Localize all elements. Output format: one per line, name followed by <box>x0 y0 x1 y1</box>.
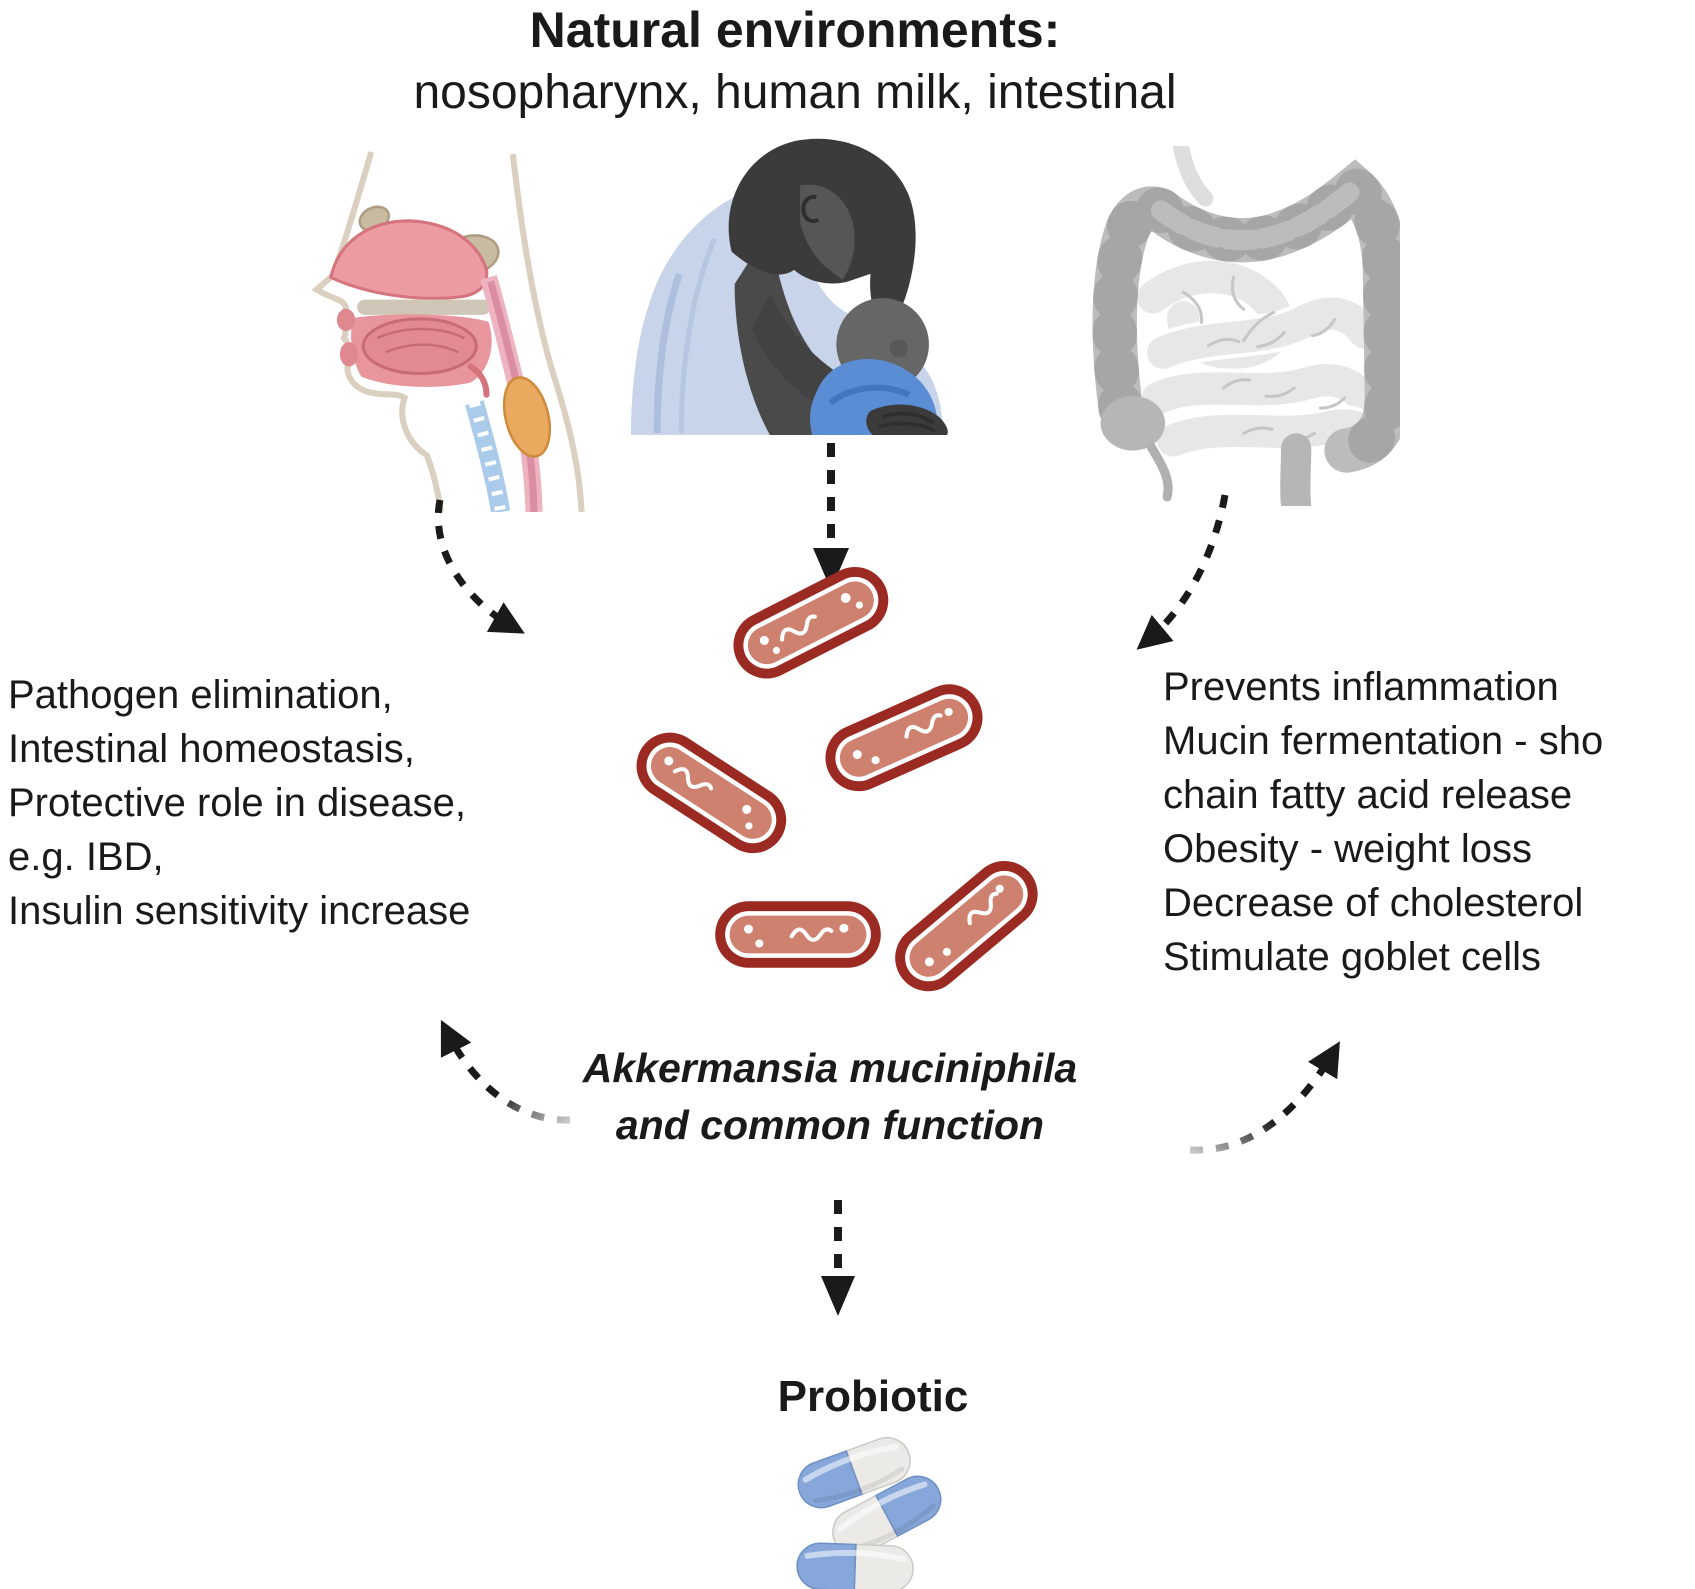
mother-torso <box>734 228 906 435</box>
benefit-line: Obesity - weight loss <box>1163 827 1533 871</box>
benefit-line: Pathogen elimination, <box>8 673 393 717</box>
small-intestine <box>1132 256 1393 464</box>
figure-title: Natural environments: <box>529 2 1061 58</box>
right-benefits-text: Prevents inflammation Mucin fermentation… <box>1163 660 1603 984</box>
intestine-creases <box>1181 275 1347 442</box>
bacterium-rod <box>636 732 787 854</box>
bacterium-rod <box>715 901 881 968</box>
benefit-line: Protective role in disease, <box>8 781 467 825</box>
figure-subtitle: nosopharynx, human milk, intestinal <box>413 66 1177 119</box>
epiglottis <box>467 363 490 398</box>
thyroid <box>502 376 552 458</box>
esophagus-stub <box>1173 146 1214 207</box>
bacterium-rod <box>825 684 983 792</box>
capsule-3 <box>792 1540 918 1589</box>
upper-lip <box>336 308 356 332</box>
bacterium-rod <box>895 860 1038 992</box>
nasopharynx-illustration <box>311 151 585 512</box>
benefit-line: chain fatty acid release <box>1163 773 1573 817</box>
arrowhead <box>821 1276 855 1316</box>
shawl-fold <box>653 272 683 433</box>
species-label: Akkermansia muciniphila and common funct… <box>420 1040 1240 1154</box>
arrowhead <box>813 548 849 590</box>
mother-ear <box>801 194 820 224</box>
cecum <box>1100 396 1166 451</box>
head-back-outline <box>509 153 585 512</box>
bacterium-3 <box>809 669 1000 811</box>
benefit-line: Insulin sensitivity increase <box>8 889 471 933</box>
bacterium-4 <box>711 899 886 976</box>
colon <box>1092 159 1400 473</box>
mother-face <box>800 184 855 280</box>
blanket-fold <box>828 384 911 406</box>
appendix <box>1146 441 1173 502</box>
capsule-1 <box>787 1428 922 1522</box>
pill-capsule-icon <box>797 1436 911 1509</box>
nasal-cavity <box>329 219 489 300</box>
arrow-nasopharynx-down <box>434 499 525 634</box>
bacterium-1 <box>717 551 908 699</box>
arrow-intestines-down <box>1136 494 1229 650</box>
lower-lip <box>339 342 359 367</box>
bacterium-rod <box>733 566 889 679</box>
rectum <box>1280 433 1312 506</box>
hand-fingers <box>878 411 936 433</box>
intestines-illustration <box>1092 146 1400 506</box>
arrow-bacteria-to-right-benefits <box>1189 1041 1340 1154</box>
species-name: Akkermansia muciniphila <box>582 1045 1078 1091</box>
title-block: Natural environments: nosopharynx, human… <box>0 0 1590 122</box>
benefit-line: Decrease of cholesterol <box>1163 881 1584 925</box>
shawl-fold <box>678 237 717 433</box>
baby-ear <box>889 339 908 358</box>
arrow-bacteria-to-left-benefits <box>440 1019 571 1124</box>
benefit-line: e.g. IBD, <box>8 835 164 879</box>
left-benefits-text: Pathogen elimination, Intestinal homeost… <box>8 668 470 938</box>
benefit-line: Intestinal homeostasis, <box>8 727 415 771</box>
probiotic-label: Probiotic <box>777 1372 969 1421</box>
bacterium-5 <box>876 842 1060 1013</box>
benefit-line: Mucin fermentation - sho <box>1163 719 1604 763</box>
tongue-ridges <box>376 327 465 354</box>
benefit-line: Prevents inflammation <box>1163 665 1559 709</box>
benefit-line: Stimulate goblet cells <box>1163 935 1541 979</box>
pill-capsule-icon <box>796 1542 914 1589</box>
palate <box>357 299 491 315</box>
trachea <box>465 400 511 512</box>
arrow-to-probiotic <box>821 1200 855 1316</box>
species-function: and common function <box>615 1102 1045 1148</box>
breastfeeding-illustration <box>630 138 948 435</box>
arrow-milk-down <box>813 443 849 590</box>
tongue <box>361 317 478 375</box>
bacterium-2 <box>616 715 805 875</box>
